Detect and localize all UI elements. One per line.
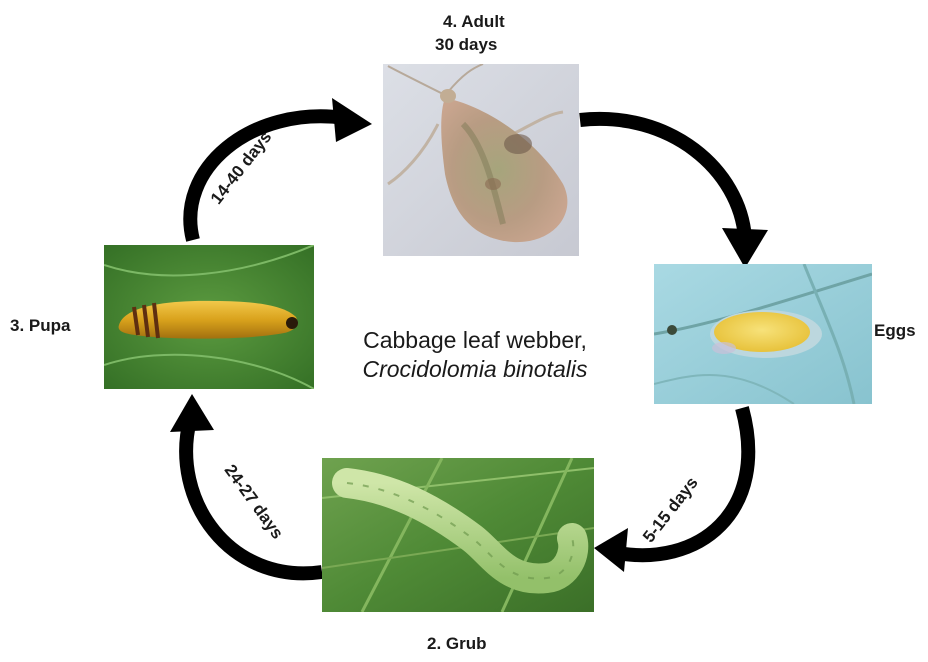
eggs-stage-label: Eggs — [874, 322, 916, 339]
egg-mass-photo — [654, 264, 872, 404]
pupa-stage-label: 3. Pupa — [10, 317, 70, 334]
arrow-adult-to-eggs — [580, 119, 745, 238]
adult-stage-label: 4. Adult — [443, 13, 505, 30]
arrowhead-adult-to-eggs — [722, 228, 768, 268]
pupa-photo — [104, 245, 314, 389]
caterpillar-photo — [322, 458, 594, 612]
grub-stage-label: 2. Grub — [427, 635, 487, 652]
adult-duration-label: 30 days — [435, 36, 497, 53]
title-common-name: Cabbage leaf webber, — [330, 326, 620, 355]
diagram-title: Cabbage leaf webber, Crocidolomia binota… — [330, 326, 620, 384]
arrowhead-pupa-to-adult — [332, 98, 372, 142]
arrowhead-grub-to-pupa — [170, 394, 214, 432]
moth-photo — [383, 64, 579, 256]
arrowhead-eggs-to-grub — [594, 528, 628, 572]
title-scientific-name: Crocidolomia binotalis — [330, 355, 620, 384]
